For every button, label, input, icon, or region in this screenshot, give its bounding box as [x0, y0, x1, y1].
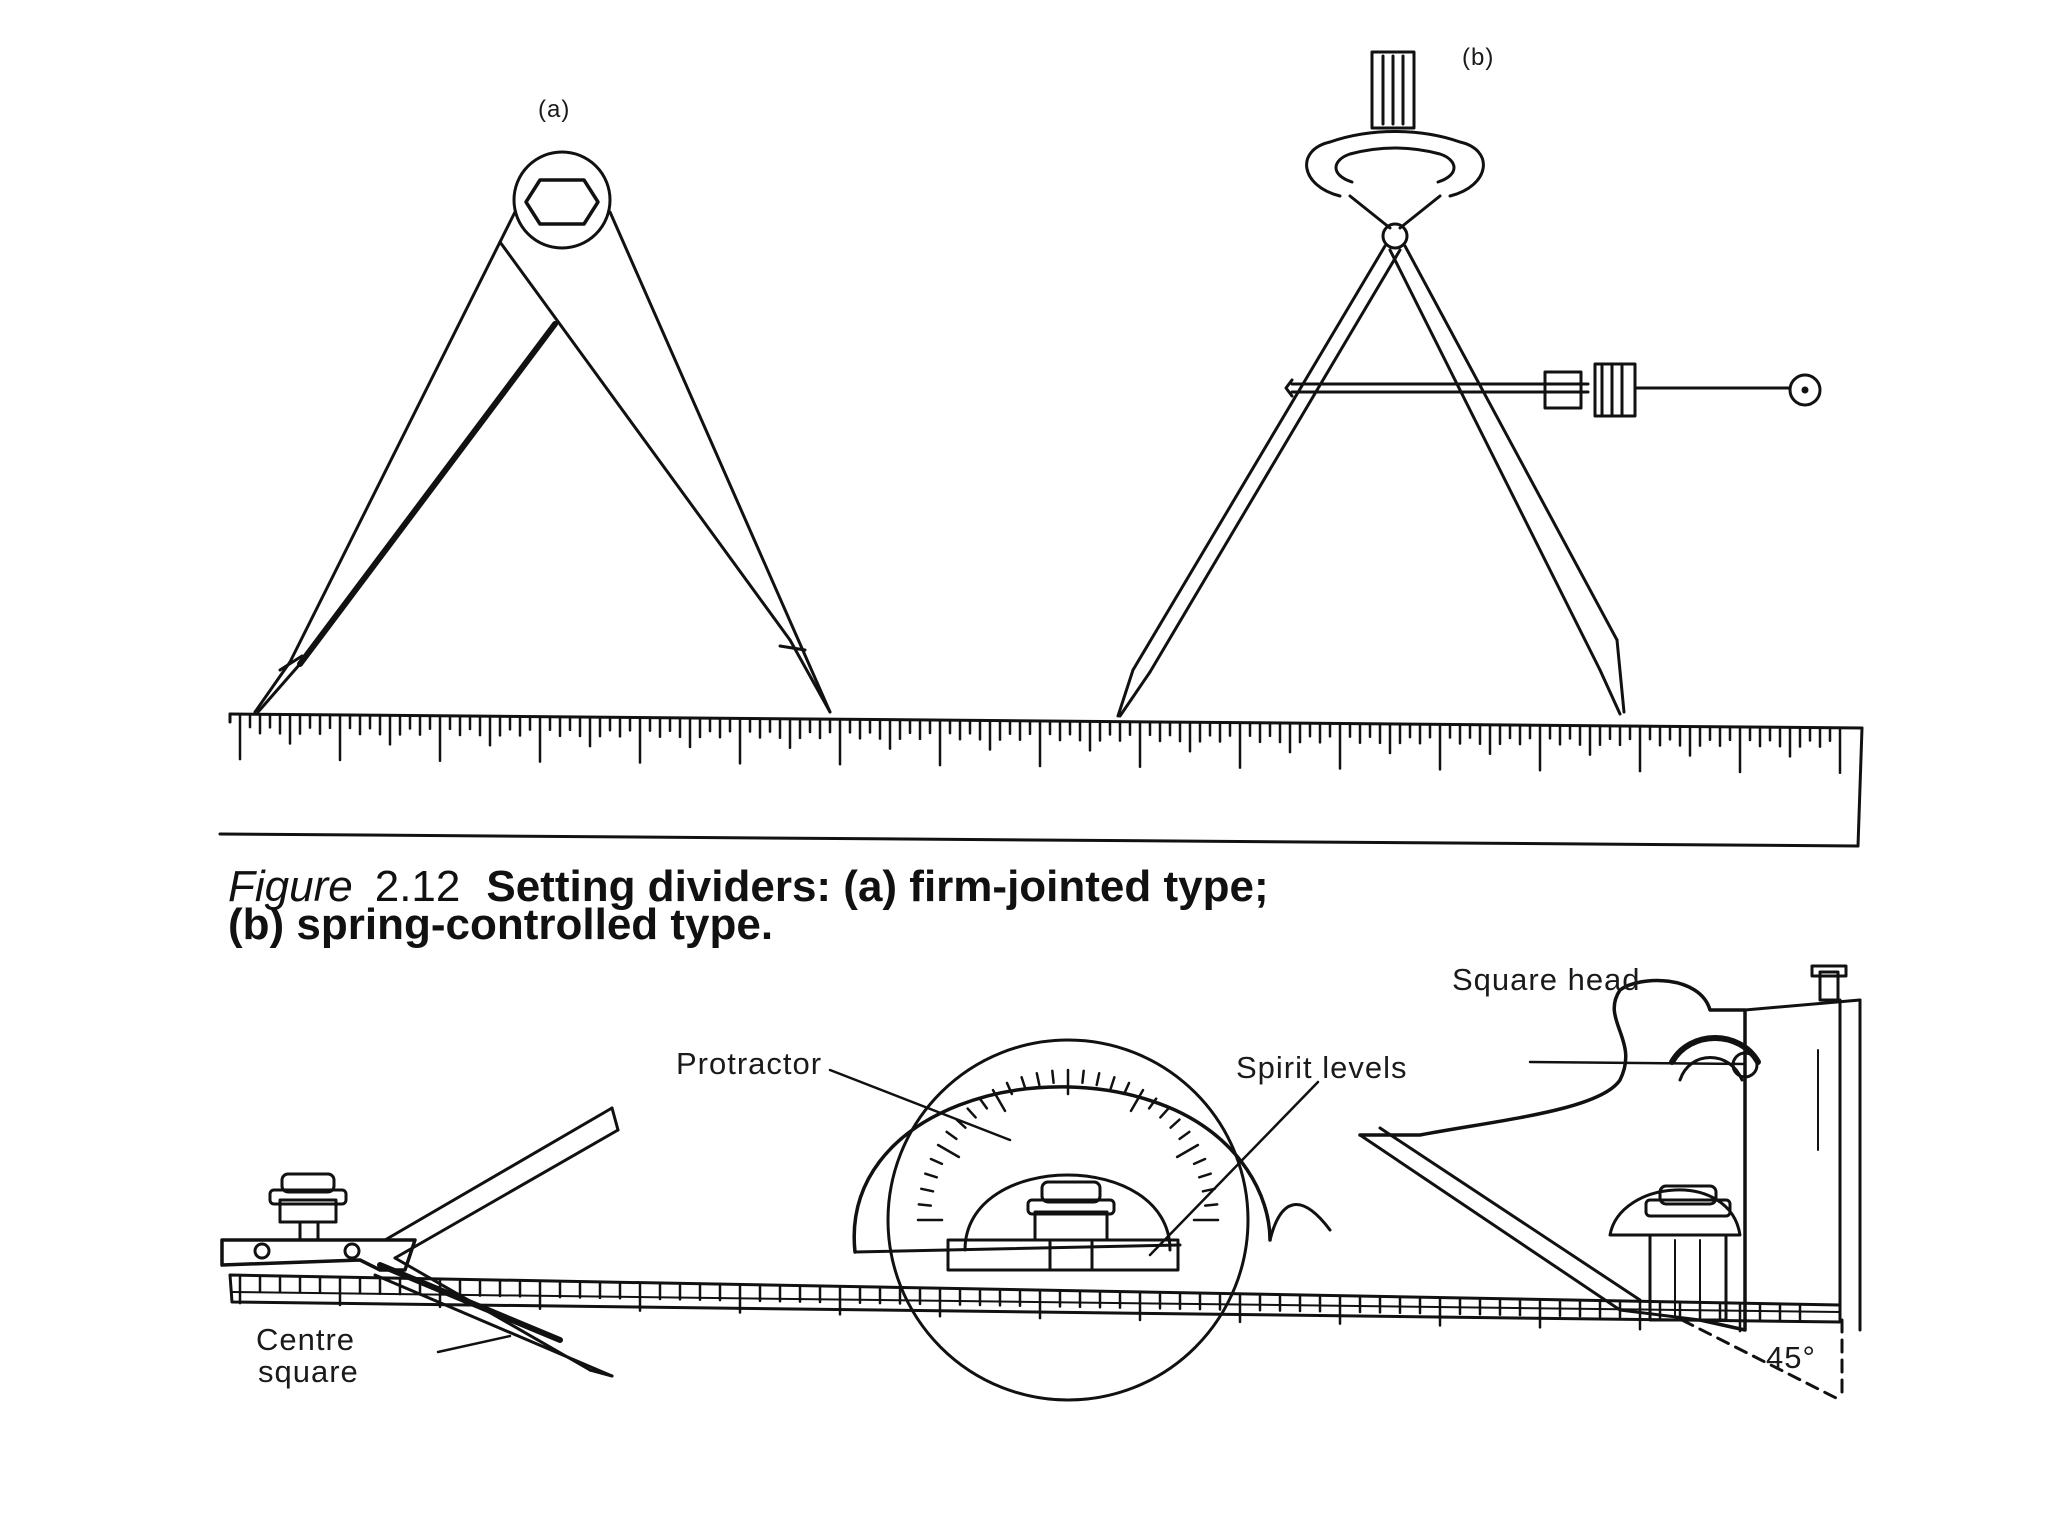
protractor-tick: [1051, 1069, 1055, 1085]
protractor-tick: [1169, 1118, 1181, 1129]
centre-square-leader: [436, 1334, 512, 1354]
protractor-tick: [1095, 1072, 1101, 1087]
figure-caption: Figure 2.12 Setting dividers: (a) firm-joi…: [228, 865, 1269, 949]
label-centre: Centre: [256, 1322, 356, 1357]
label-square: square: [258, 1354, 359, 1389]
protractor-tick: [917, 1203, 933, 1207]
label-45-degrees: 45°: [1766, 1340, 1816, 1375]
protractor-tick: [929, 1157, 944, 1166]
protractor-tick: [1020, 1076, 1027, 1091]
protractor-tick: [936, 1143, 961, 1159]
caption-figure-number: 2.12: [374, 862, 461, 911]
label-spirit-levels: Spirit levels: [1236, 1050, 1408, 1085]
protractor-tick: [1175, 1143, 1200, 1159]
protractor-tick: [1147, 1097, 1158, 1110]
label-a: (a): [538, 96, 571, 123]
square-head: [1358, 978, 1747, 1332]
label-protractor: Protractor: [676, 1046, 823, 1081]
protractor-tick: [1081, 1069, 1085, 1085]
protractor-tick: [920, 1187, 935, 1193]
protractor-tick: [978, 1097, 989, 1110]
spirit-levels-leader-right: [1528, 1060, 1747, 1066]
protractor-tick: [945, 1130, 958, 1141]
protractor-tick: [1129, 1088, 1145, 1113]
protractor-tick: [1203, 1203, 1219, 1207]
caption-text-1: Setting dividers: (a) firm-jointed type;: [486, 862, 1269, 911]
protractor-tick: [1159, 1107, 1170, 1119]
spirit-levels-leader: [1148, 1080, 1320, 1257]
caption-figure-word: Figure: [228, 862, 353, 911]
protractor-tick: [991, 1088, 1007, 1113]
protractor-tick: [1122, 1081, 1131, 1096]
protractor-tick: [1178, 1130, 1191, 1141]
protractor-tick: [1035, 1072, 1041, 1087]
protractor-tick: [1192, 1157, 1207, 1166]
combination-set: [220, 964, 1862, 1402]
caption-line-1: Figure 2.12 Setting dividers: (a) firm-joi…: [228, 865, 1269, 909]
spring-controlled-dividers: [1116, 50, 1822, 718]
protractor-tick: [966, 1107, 977, 1119]
protractor-tick: [1005, 1081, 1014, 1096]
caption-text-2: (b) spring-controlled type.: [228, 900, 774, 949]
label-square-head: Square head: [1452, 962, 1641, 997]
protractor-tick: [1197, 1172, 1212, 1179]
protractor-leader: [828, 1068, 1012, 1142]
protractor-tick: [1109, 1076, 1116, 1091]
protractor-head: [852, 1085, 1272, 1254]
centre-square-head: [220, 1238, 417, 1272]
steel-rule: [218, 712, 1864, 848]
firm-jointed-dividers: [253, 150, 832, 714]
label-b: (b): [1462, 44, 1495, 71]
protractor-tick: [924, 1172, 939, 1179]
